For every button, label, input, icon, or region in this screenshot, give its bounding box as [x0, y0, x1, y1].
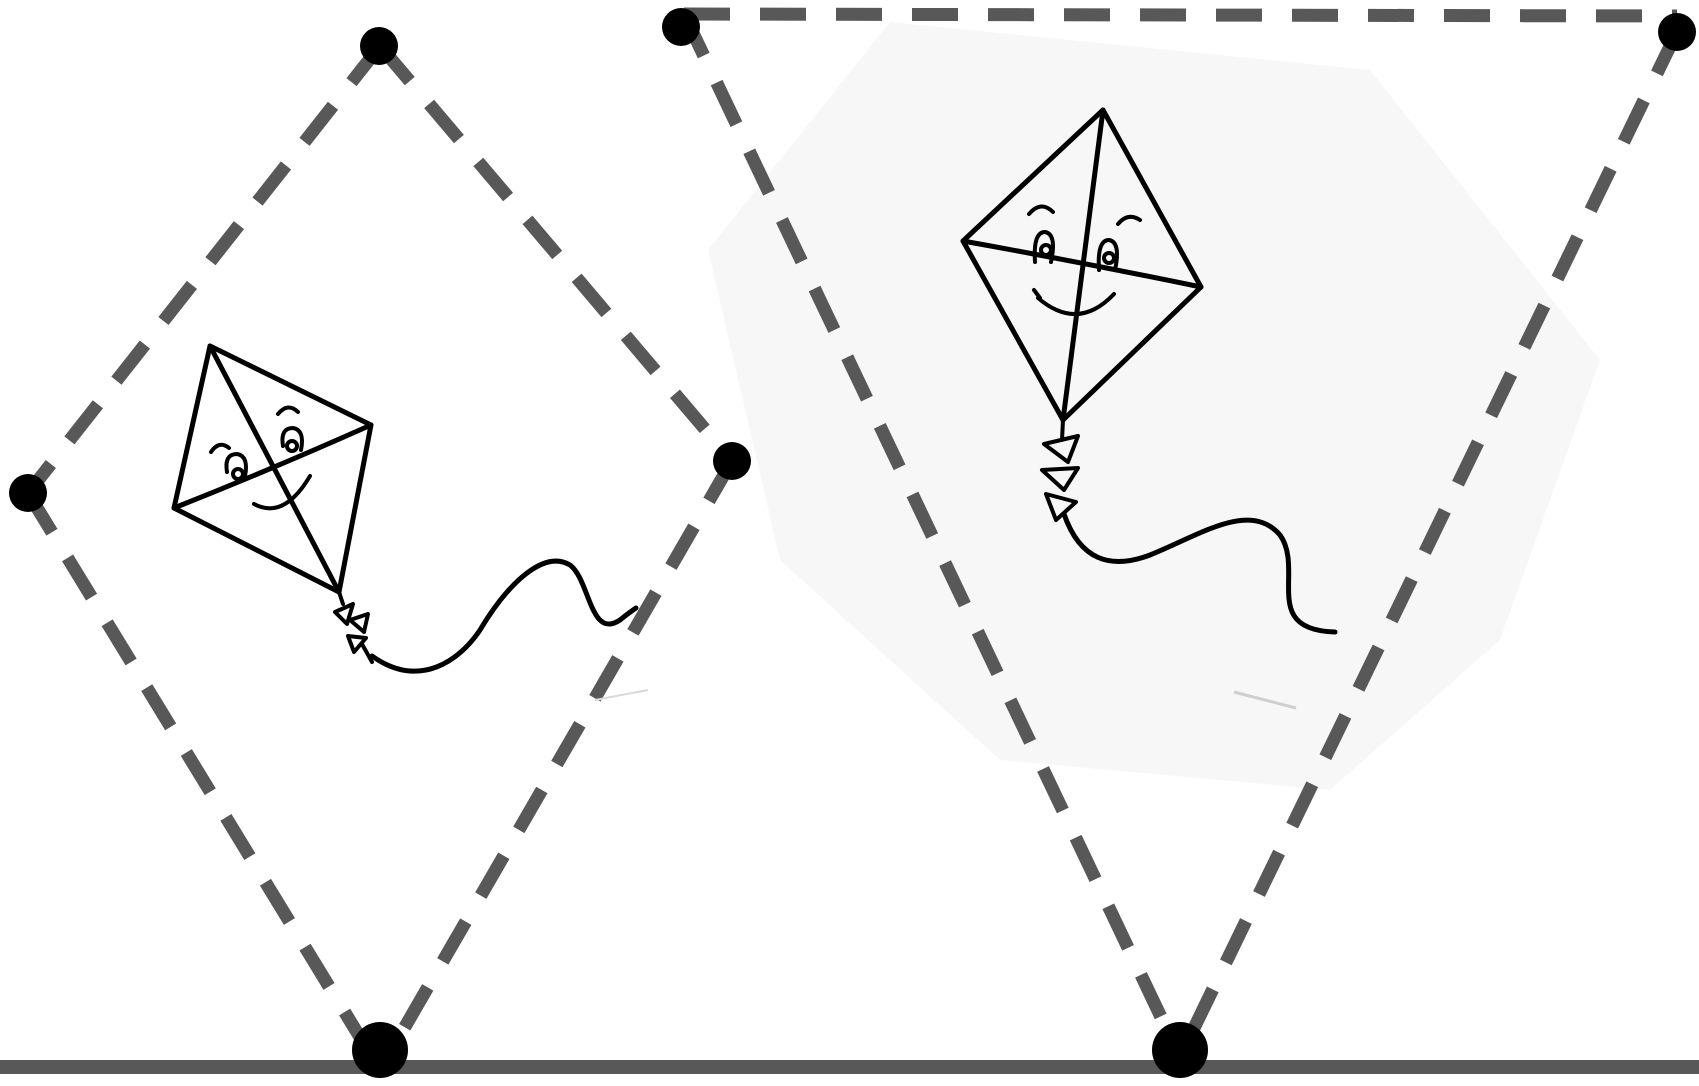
vertex-dot-triangle-top-left	[662, 8, 700, 46]
vertex-dots	[9, 8, 1696, 1078]
kite-spar-horizontal	[960, 238, 1204, 290]
kite-pupil-right	[285, 439, 299, 453]
rhombus-edge-bottom-left	[22, 489, 386, 1074]
triangle-figure	[678, 7, 1683, 1060]
kite-eye-left	[1032, 230, 1055, 264]
triangle-edge-top	[683, 7, 1678, 23]
kite-eyebrow-left	[209, 442, 231, 454]
kite-eyebrow-left	[1027, 204, 1055, 216]
kite-pupil-right	[1102, 251, 1116, 265]
kite-smile	[252, 474, 312, 511]
kite-eye-right	[1096, 238, 1119, 272]
rhombus-figure	[22, 41, 738, 1074]
rhombus-edge-top-right	[375, 41, 737, 466]
vertex-dot-rhombus-bottom	[352, 1022, 408, 1078]
right-kite-drawing	[960, 107, 1338, 635]
rhombus-edge-top-left	[22, 41, 386, 498]
kite-smile-dimple	[1032, 288, 1042, 300]
kite-string	[1061, 511, 1338, 635]
kite-string	[369, 558, 639, 674]
kite-smile	[1036, 292, 1116, 316]
kite-pupil-left	[1039, 243, 1053, 257]
kite-eyebrow-right	[1116, 214, 1142, 226]
kite-tail-bows	[333, 590, 374, 664]
kite-pupil-left	[231, 467, 245, 481]
kite-eye-right	[280, 426, 304, 452]
vertex-dot-triangle-top-right	[1658, 13, 1696, 51]
vertex-dot-triangle-bottom	[1152, 1022, 1208, 1078]
kite-tail-bows	[1040, 418, 1080, 522]
vertex-dot-rhombus-right	[713, 442, 751, 480]
right-kite-backdrop	[708, 22, 1600, 790]
kite-eyebrow-right	[276, 405, 300, 416]
triangle-edge-right	[1174, 29, 1683, 1060]
kite-eye-left	[224, 452, 248, 478]
vertex-dot-rhombus-left	[9, 474, 47, 512]
scan-smudge	[1233, 690, 1297, 710]
rhombus-edge-bottom-right	[374, 457, 738, 1074]
scan-smudge	[594, 689, 649, 701]
vertex-dot-rhombus-top	[360, 27, 398, 65]
triangle-edge-left	[678, 11, 1186, 1060]
kite-spar-horizontal	[171, 422, 374, 511]
left-kite-drawing	[171, 343, 639, 674]
